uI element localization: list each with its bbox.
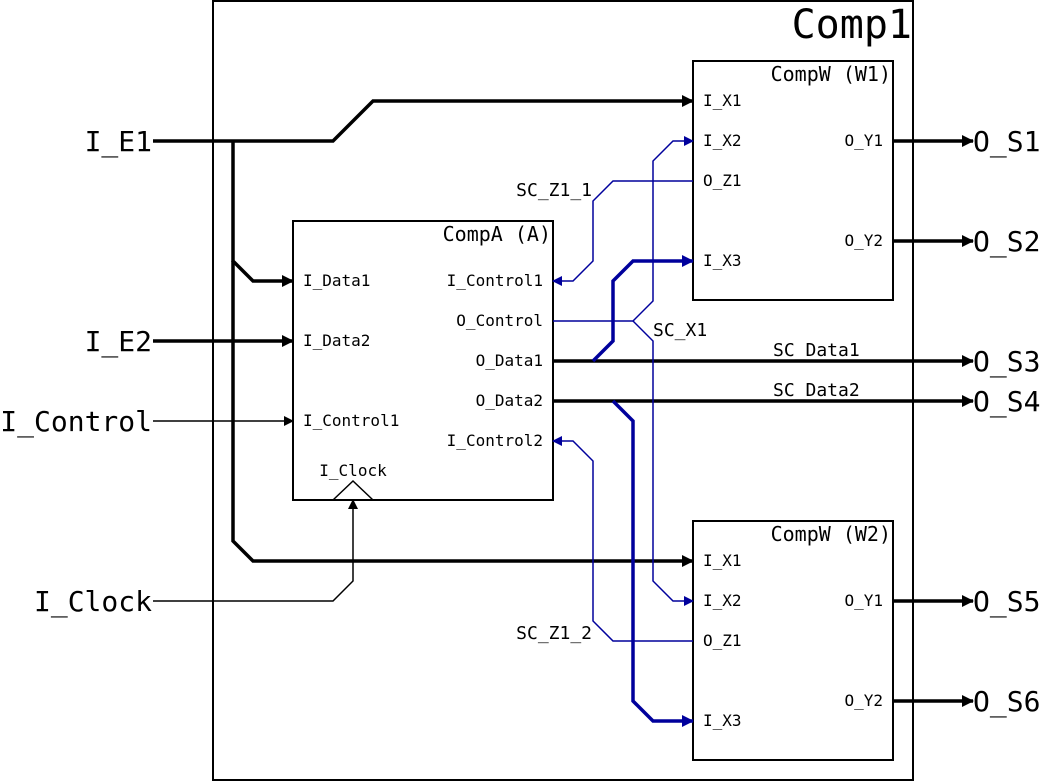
compw1-port-i-x2: I_X2: [703, 131, 742, 150]
wire-sc-data2-to-w2-x3: [611, 399, 694, 727]
compa-port-i-control1-left: I_Control1: [303, 411, 399, 430]
compa-port-o-control: O_Control: [456, 311, 543, 330]
wire-sc-data1-to-w1-x3: [591, 255, 694, 363]
compa-port-i-data1: I_Data1: [303, 271, 370, 290]
compw1-port-o-y2: O_Y2: [844, 231, 883, 250]
wire-i-e1-to-w1-x1: [153, 95, 694, 143]
compw2-port-o-y2: O_Y2: [844, 691, 883, 710]
compa-port-o-data1: O_Data1: [476, 351, 543, 370]
compa-port-i-data2: I_Data2: [303, 331, 370, 350]
wire-i-clock-to-a-clock: [153, 499, 358, 602]
compw1-port-i-x1: I_X1: [703, 91, 742, 110]
compw2-port-i-x3: I_X3: [703, 711, 742, 730]
wire-sc-z1-1: [552, 180, 693, 286]
wire-i-e1-to-w2-x1: [231, 261, 694, 567]
input-i-control: I_Control: [0, 405, 152, 439]
output-o-s3: O_S3: [973, 345, 1040, 379]
compw1-title: CompW (W1): [771, 62, 891, 86]
compw2-port-i-x2: I_X2: [703, 591, 742, 610]
compa-port-i-clock: I_Clock: [319, 461, 387, 480]
output-o-s4: O_S4: [973, 385, 1040, 419]
output-o-s5: O_S5: [973, 585, 1040, 619]
signal-label-sc-z1-1: SC_Z1_1: [516, 180, 592, 201]
output-o-s1: O_S1: [973, 125, 1040, 159]
compa-port-i-control2: I_Control2: [447, 431, 543, 450]
compw2-title: CompW (W2): [771, 522, 891, 546]
compw1-port-o-y1: O_Y1: [844, 131, 883, 150]
input-i-clock: I_Clock: [34, 585, 152, 619]
input-i-e2: I_E2: [85, 325, 152, 359]
wire-sc-x1-to-w1-x2: [553, 136, 694, 322]
comp1-title: Comp1: [792, 2, 912, 48]
signal-label-sc-x1: SC_X1: [653, 320, 707, 341]
compa-title: CompA (A): [443, 222, 551, 246]
comp1-box: [212, 0, 914, 781]
compa-port-i-control1-right: I_Control1: [447, 271, 543, 290]
compw1-port-o-z1: O_Z1: [703, 171, 742, 190]
output-o-s6: O_S6: [973, 685, 1040, 719]
signal-label-sc-z1-2: SC_Z1_2: [516, 623, 592, 644]
compa-clock-symbol: [332, 479, 374, 501]
compw2-port-i-x1: I_X1: [703, 551, 742, 570]
compw1-port-i-x3: I_X3: [703, 251, 742, 270]
compa-port-o-data2: O_Data2: [476, 391, 543, 410]
wire-sc-x1-to-w2-x2: [632, 320, 694, 606]
wire-i-e1-to-a-data1: [231, 141, 294, 287]
wire-sc-z1-2: [552, 436, 693, 642]
signal-label-sc-data2: SC_Data2: [773, 380, 860, 401]
compw2-port-o-z1: O_Z1: [703, 631, 742, 650]
compw2-port-o-y1: O_Y1: [844, 591, 883, 610]
signal-label-sc-data1: SC_Data1: [773, 340, 860, 361]
input-i-e1: I_E1: [85, 125, 152, 159]
output-o-s2: O_S2: [973, 225, 1040, 259]
